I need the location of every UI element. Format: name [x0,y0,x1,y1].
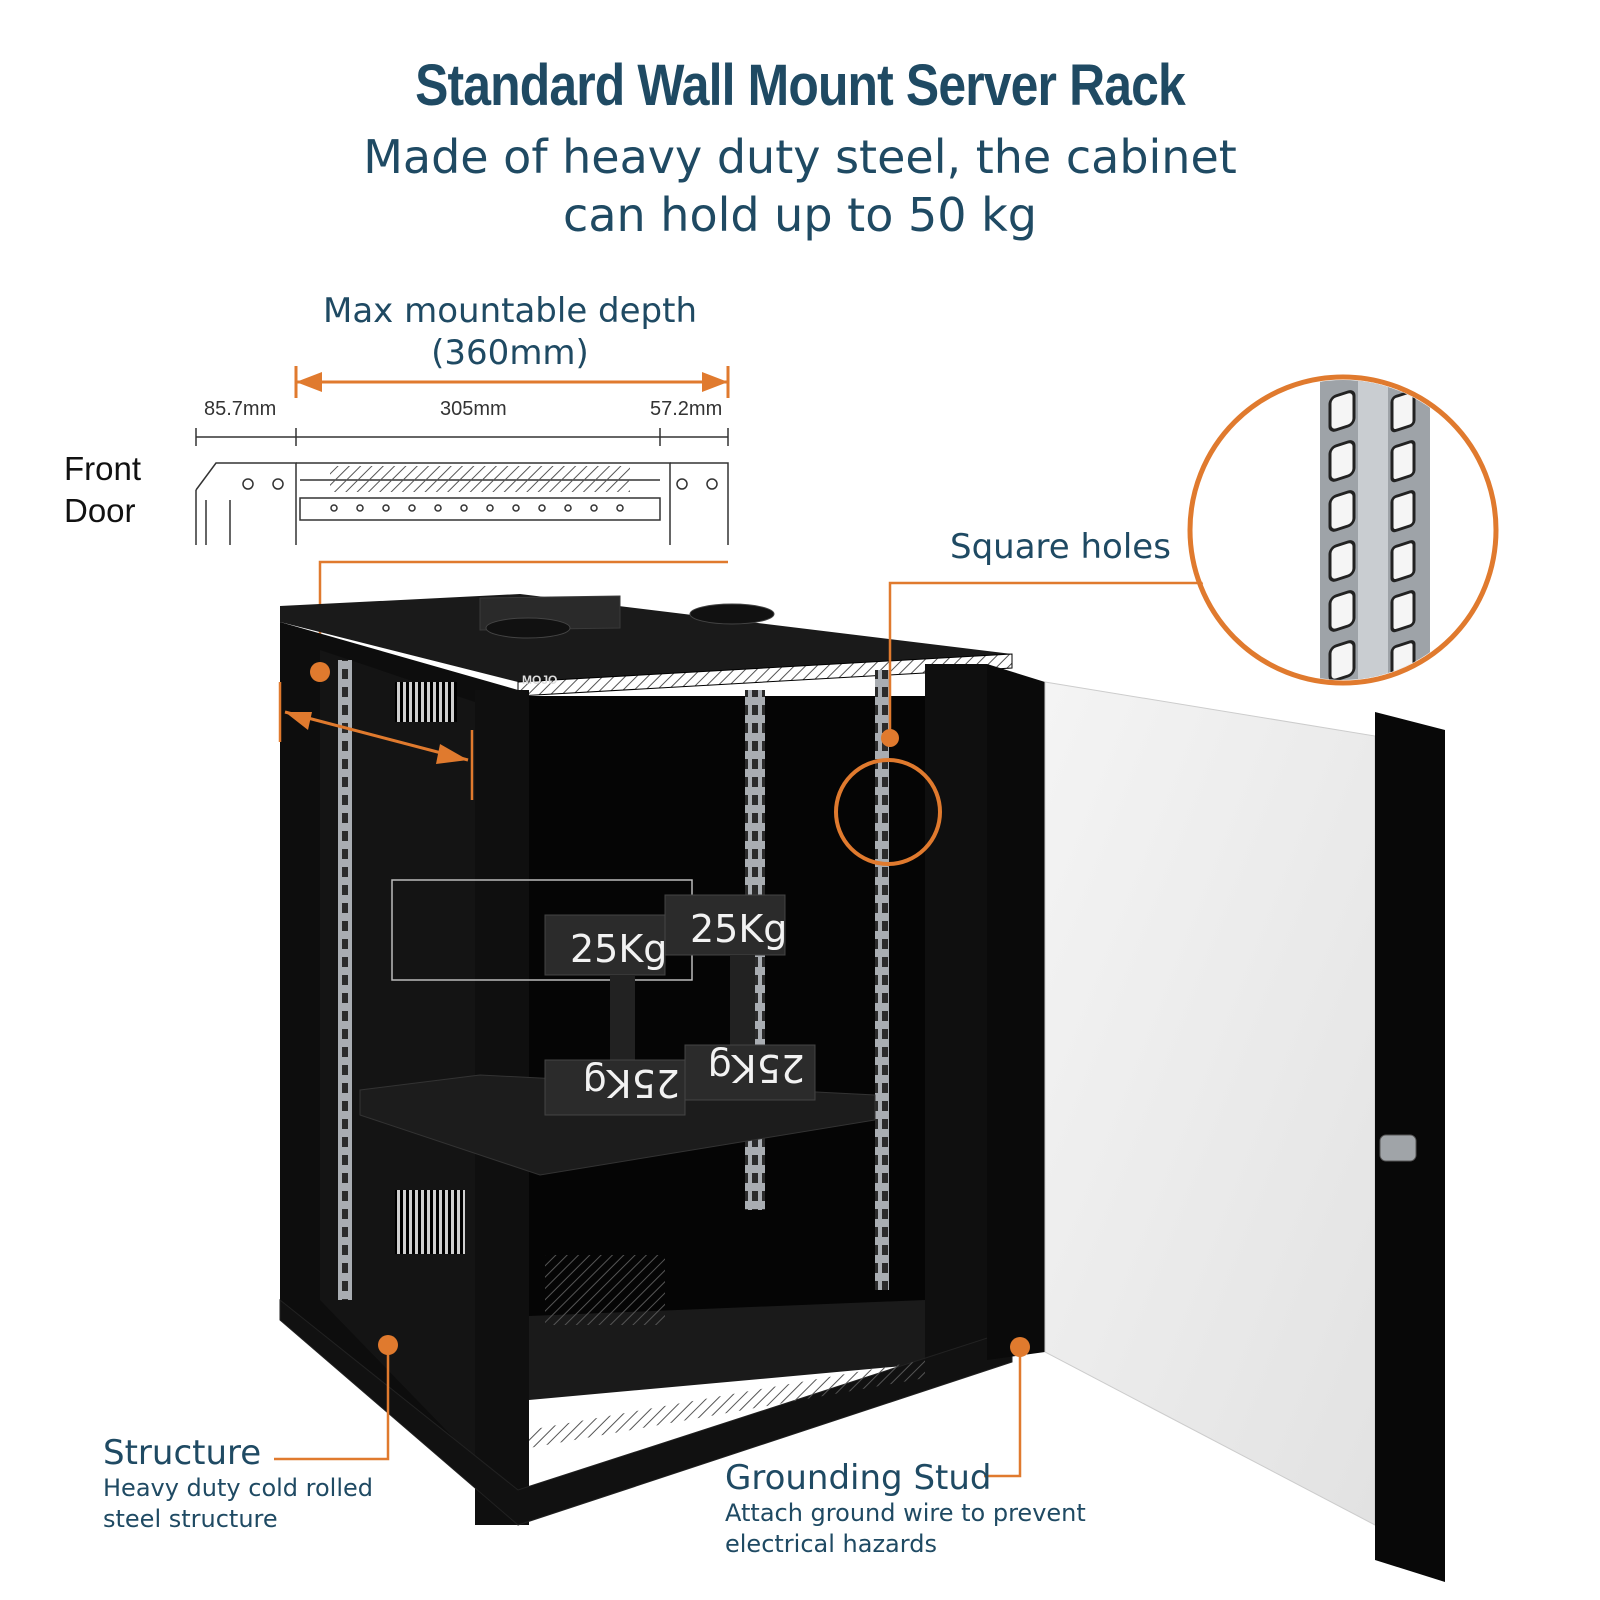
open-door [987,664,1445,1582]
structure-desc-line-1: Heavy duty cold rolled [103,1474,374,1502]
front-door-line-1: Front [64,450,142,487]
grounding-desc-line-2: electrical hazards [725,1530,937,1558]
cabinet: 25Kg 25Kg 25Kg 25Kg MOJO [279,594,1013,1526]
dim-label-rear: 57.2mm [650,398,723,420]
square-holes-zoom [1193,380,1493,680]
dim-label-middle: 305mm [440,398,507,420]
front-door-line-2: Door [64,492,136,529]
structure-desc-line-2: steel structure [103,1505,278,1533]
page-title: Standard Wall Mount Server Rack [415,53,1186,118]
callout-lines [274,374,1499,1478]
max-depth-line-2: (360mm) [431,333,589,373]
weight-label-2: 25Kg [690,907,787,951]
grounding-desc-line-1: Attach ground wire to prevent [725,1499,1086,1527]
weight-label-4: 25Kg [708,1046,805,1090]
max-depth-title: Max mountable depth (360mm) [300,290,720,374]
max-depth-line-1: Max mountable depth [323,291,697,331]
weights: 25Kg 25Kg 25Kg 25Kg [544,894,816,1116]
structure-title: Structure [103,1433,262,1473]
subtitle-line-2: can hold up to 50 kg [563,188,1037,242]
page-subtitle: Made of heavy duty steel, the cabinet ca… [0,128,1600,244]
brand-logo: MOJO [522,673,557,687]
depth-diagram [195,366,730,672]
front-door-label: Front Door [64,448,141,532]
weight-label-1: 25Kg [570,927,667,971]
square-holes-label: Square holes [950,527,1171,567]
grounding-stud-callout: Grounding Stud Attach ground wire to pre… [725,1458,1086,1560]
weight-label-3: 25Kg [583,1061,680,1105]
subtitle-line-1: Made of heavy duty steel, the cabinet [363,130,1237,184]
structure-callout: Structure Heavy duty cold rolled steel s… [103,1433,373,1535]
dim-label-front: 85.7mm [204,398,277,420]
grounding-stud-title: Grounding Stud [725,1458,992,1498]
callout-dots [285,662,1030,1357]
